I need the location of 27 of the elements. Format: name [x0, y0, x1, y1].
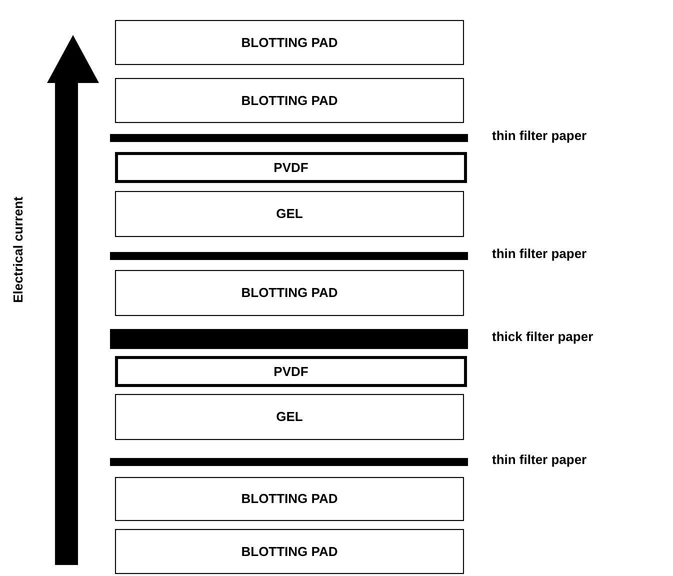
- filter-paper-bar: [110, 329, 468, 349]
- layer-box: [115, 152, 467, 183]
- layer-label: thick filter paper: [492, 329, 594, 345]
- layer-box: [115, 477, 464, 521]
- layer-label: thin filter paper: [492, 452, 587, 468]
- layer-label: GEL: [276, 408, 303, 426]
- layer-box: [115, 78, 464, 123]
- layer-label: BLOTTING PAD: [241, 284, 338, 302]
- layer-box: [115, 356, 467, 387]
- layer-label: BLOTTING PAD: [241, 542, 338, 561]
- layer-box: [115, 20, 464, 65]
- layer-label: PVDF: [274, 362, 308, 381]
- layer-label: BLOTTING PAD: [241, 92, 338, 110]
- layer-box: [115, 529, 464, 574]
- layer-box: [115, 270, 464, 316]
- layer-label: BLOTTING PAD: [241, 34, 338, 52]
- layer-label: thin filter paper: [492, 128, 587, 144]
- layer-box: [115, 394, 464, 440]
- layer-label: thin filter paper: [492, 246, 587, 262]
- filter-paper-bar: [110, 134, 468, 142]
- layer-box: [115, 191, 464, 237]
- layer-label: PVDF: [274, 158, 308, 177]
- axis-label: Electrical current: [9, 196, 26, 304]
- layer-label: GEL: [276, 205, 303, 224]
- filter-paper-bar: [110, 252, 468, 260]
- layer-label: BLOTTING PAD: [241, 490, 338, 508]
- filter-paper-bar: [110, 458, 468, 466]
